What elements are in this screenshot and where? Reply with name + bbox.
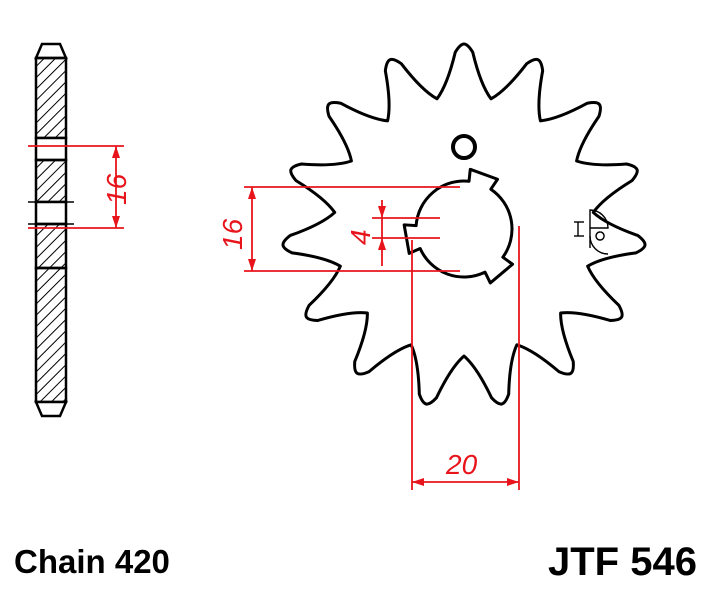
spline-major-dimension: 16 bbox=[217, 186, 460, 272]
spline-hole bbox=[402, 167, 515, 285]
side-profile-lower-hatch bbox=[34, 266, 68, 404]
thickness-dimension: 16 bbox=[28, 145, 132, 229]
hole-icon bbox=[451, 134, 477, 160]
spline-width-label: 4 bbox=[345, 229, 376, 245]
side-profile-hub-lower bbox=[34, 222, 68, 270]
thickness-label: 16 bbox=[101, 173, 132, 205]
side-profile bbox=[28, 42, 74, 418]
engine-marking-icon bbox=[574, 209, 609, 255]
offset-label: 20 bbox=[445, 449, 478, 480]
chain-size-label: Chain 420 bbox=[14, 543, 170, 580]
side-profile-top-bevel bbox=[34, 42, 68, 60]
spline-width-dimension: 4 bbox=[345, 200, 440, 266]
side-profile-hub-hatch bbox=[34, 158, 68, 204]
offset-dimension: 20 bbox=[411, 226, 520, 490]
side-profile-bottom-bevel bbox=[34, 400, 68, 418]
side-profile-upper-hatch bbox=[34, 56, 68, 140]
side-profile-bore bbox=[34, 200, 68, 226]
side-profile-hub-upper bbox=[34, 136, 68, 162]
part-number-label: JTF 546 bbox=[548, 540, 697, 584]
spline-major-label: 16 bbox=[217, 218, 248, 250]
